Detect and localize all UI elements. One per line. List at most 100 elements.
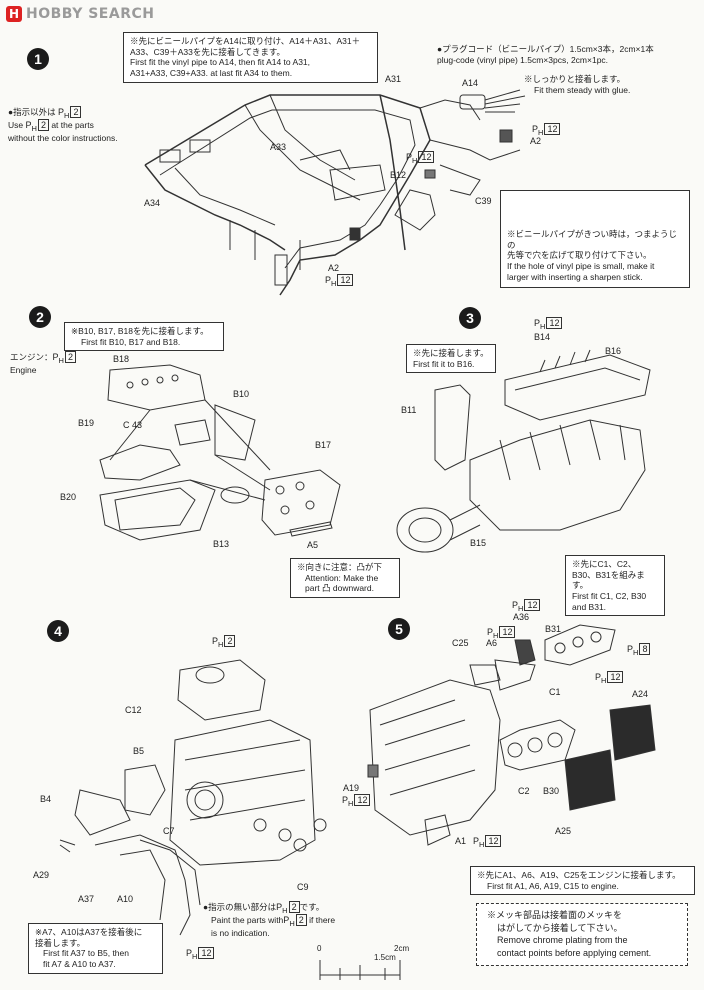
step5-instruction-jp: ※先にC1、C2、B30、B31を組みます。: [572, 559, 645, 591]
part-label-c1: C1: [549, 687, 561, 697]
step-number-2: 2: [29, 306, 51, 328]
step4-instruction-en2: fit A7 & A10 to A37.: [43, 958, 116, 969]
part-label-c43: C 43: [123, 420, 143, 430]
part-label-c7: C7: [163, 826, 175, 836]
glue-note-jp: ※しっかりと接着します。: [524, 74, 626, 84]
hole-en1: If the hole of vinyl pipe is small, make…: [507, 260, 655, 271]
step1-instruction-jp: ※先にビニールパイプをA14に取り付け、A14＋A31、A31＋A33、C39＋…: [130, 36, 361, 57]
step3-engine-block-drawing: [396, 349, 651, 553]
chrome-plating-box: ※メッキ部品は接着面のメッキを はがしてから接着して下さい。 Remove ch…: [476, 903, 688, 966]
attention-en1: Attention: Make the: [305, 572, 379, 583]
hole-jp2: 先等で穴を広げて取り付けて下さい。: [507, 250, 652, 261]
step-number-1: 1: [27, 48, 49, 70]
part-label-b13: B13: [213, 539, 230, 549]
part-label-b14: B14: [534, 332, 551, 342]
step5-instruction-en1: First fit C1, C2, B30: [572, 590, 647, 601]
step1-instruction-en1: First fit the vinyl pipe to A14, then fi…: [130, 57, 311, 68]
step-number-4: 4: [47, 620, 69, 642]
step4-paint-en2: if there: [309, 914, 336, 925]
glue-note-en: Fit them steady with glue.: [534, 84, 631, 95]
scale-zero: 0: [317, 944, 322, 953]
hole-en2: larger with inserting a sharpen stick.: [507, 271, 643, 282]
part-label-a33: A33: [270, 142, 287, 152]
glue-note: ※しっかりと接着します。 Fit them steady with glue.: [524, 74, 630, 95]
part-label-a24: A24: [632, 689, 649, 699]
step4-instruction-jp1: ※A7、A10はA37を接着後に: [35, 927, 143, 937]
step1-frame-drawing: [144, 89, 526, 296]
step-number-3: 3: [459, 307, 481, 329]
step1-instruction-box: ※先にビニールパイプをA14に取り付け、A14＋A31、A31＋A33、C39＋…: [123, 32, 378, 83]
part-label-c12: C12: [125, 705, 142, 715]
logo-text: HOBBY SEARCH: [26, 6, 155, 22]
step3-instruction-en: First fit it to B16.: [413, 358, 475, 369]
logo-mark-icon: H: [6, 6, 22, 22]
part-label-b16: B16: [605, 346, 622, 356]
paint-note-en3: without the color instructions.: [8, 132, 118, 143]
step4-paint-en1: Paint the parts with: [211, 914, 284, 925]
part-label-c25: C25: [452, 638, 469, 648]
part-label-a31: A31: [385, 74, 402, 84]
paint-code: 2: [37, 118, 49, 131]
part-label-a2-bottom: A2: [328, 263, 340, 273]
chrome-en2: contact points before applying cement.: [497, 947, 652, 958]
part-label-a34: A34: [144, 198, 161, 208]
part-label-b19: B19: [78, 418, 95, 428]
engine-note-en: Engine: [10, 364, 37, 375]
chrome-jp1: ※メッキ部品は接着面のメッキを: [487, 910, 623, 920]
part-label-a19: A19: [343, 783, 360, 793]
paint-code: 2: [70, 106, 82, 118]
plug-note-jp: ●プラグコード（ビニールパイプ）1.5cm×3本，2cm×1本: [437, 44, 654, 54]
step4-engine-drawing: [59, 659, 327, 936]
attention-en2: part 凸 downward.: [305, 583, 374, 594]
step2-instruction-box: ※B10, B17, B18を先に接着します。 First fit B10, B…: [64, 322, 224, 352]
part-label-b11: B11: [401, 405, 417, 415]
part-label-a1: A1: [455, 836, 467, 846]
part-label-b15: B15: [470, 538, 487, 548]
step5-engine-en: First fit A1, A6, A19, C15 to engine.: [487, 880, 619, 891]
attention-jp: ※向きに注意：凸が下: [297, 562, 383, 572]
step2-engine-parts-drawing: [99, 364, 341, 541]
step4-instruction-jp2: 接着します。: [35, 937, 86, 948]
part-label-a5: A5: [307, 540, 319, 550]
part-label-b18: B18: [113, 354, 130, 364]
step1-instruction-en2: A31+A33, C39+A33. at last fit A34 to the…: [130, 67, 293, 78]
step4-paint-jp-end: です。: [299, 902, 325, 912]
chrome-jp2: はがしてから接着して下さい。: [497, 922, 623, 933]
part-label-b10: B10: [233, 389, 250, 399]
part-label-a29: A29: [33, 870, 50, 880]
step2-instruction-jp: ※B10, B17, B18を先に接着します。: [71, 326, 209, 336]
step5-engine-box: ※先にA1、A6、A19、C25をエンジンに接着します。 First fit A…: [470, 866, 695, 896]
part-label-c2: C2: [518, 786, 530, 796]
part-label-b20: B20: [60, 492, 77, 502]
hole-jp1: ※ビニールパイプがきつい時は，つまようじの: [507, 229, 678, 250]
step2-instruction-en: First fit B10, B17 and B18.: [81, 336, 181, 347]
engine-note-jp: エンジン：: [10, 352, 53, 362]
part-label-a36: A36: [513, 612, 530, 622]
part-label-a37: A37: [78, 894, 95, 904]
scale-end: 2cm: [394, 944, 410, 953]
part-label-a10: A10: [117, 894, 134, 904]
part-label-a25: A25: [555, 826, 572, 836]
step3-instruction-box: ※先に接着します。 First fit it to B16.: [406, 344, 496, 374]
step5-engine-drawing: [367, 624, 656, 846]
part-label-b12: B12: [390, 170, 407, 180]
part-label-c39: C39: [475, 196, 492, 206]
step4-paint-en3: is no indication.: [211, 927, 270, 938]
step5-engine-jp: ※先にA1、A6、A19、C25をエンジンに接着します。: [477, 870, 681, 880]
part-label-b31: B31: [545, 624, 562, 634]
scale-bar: [319, 960, 401, 980]
paint-note-en2: at the parts: [51, 119, 94, 130]
